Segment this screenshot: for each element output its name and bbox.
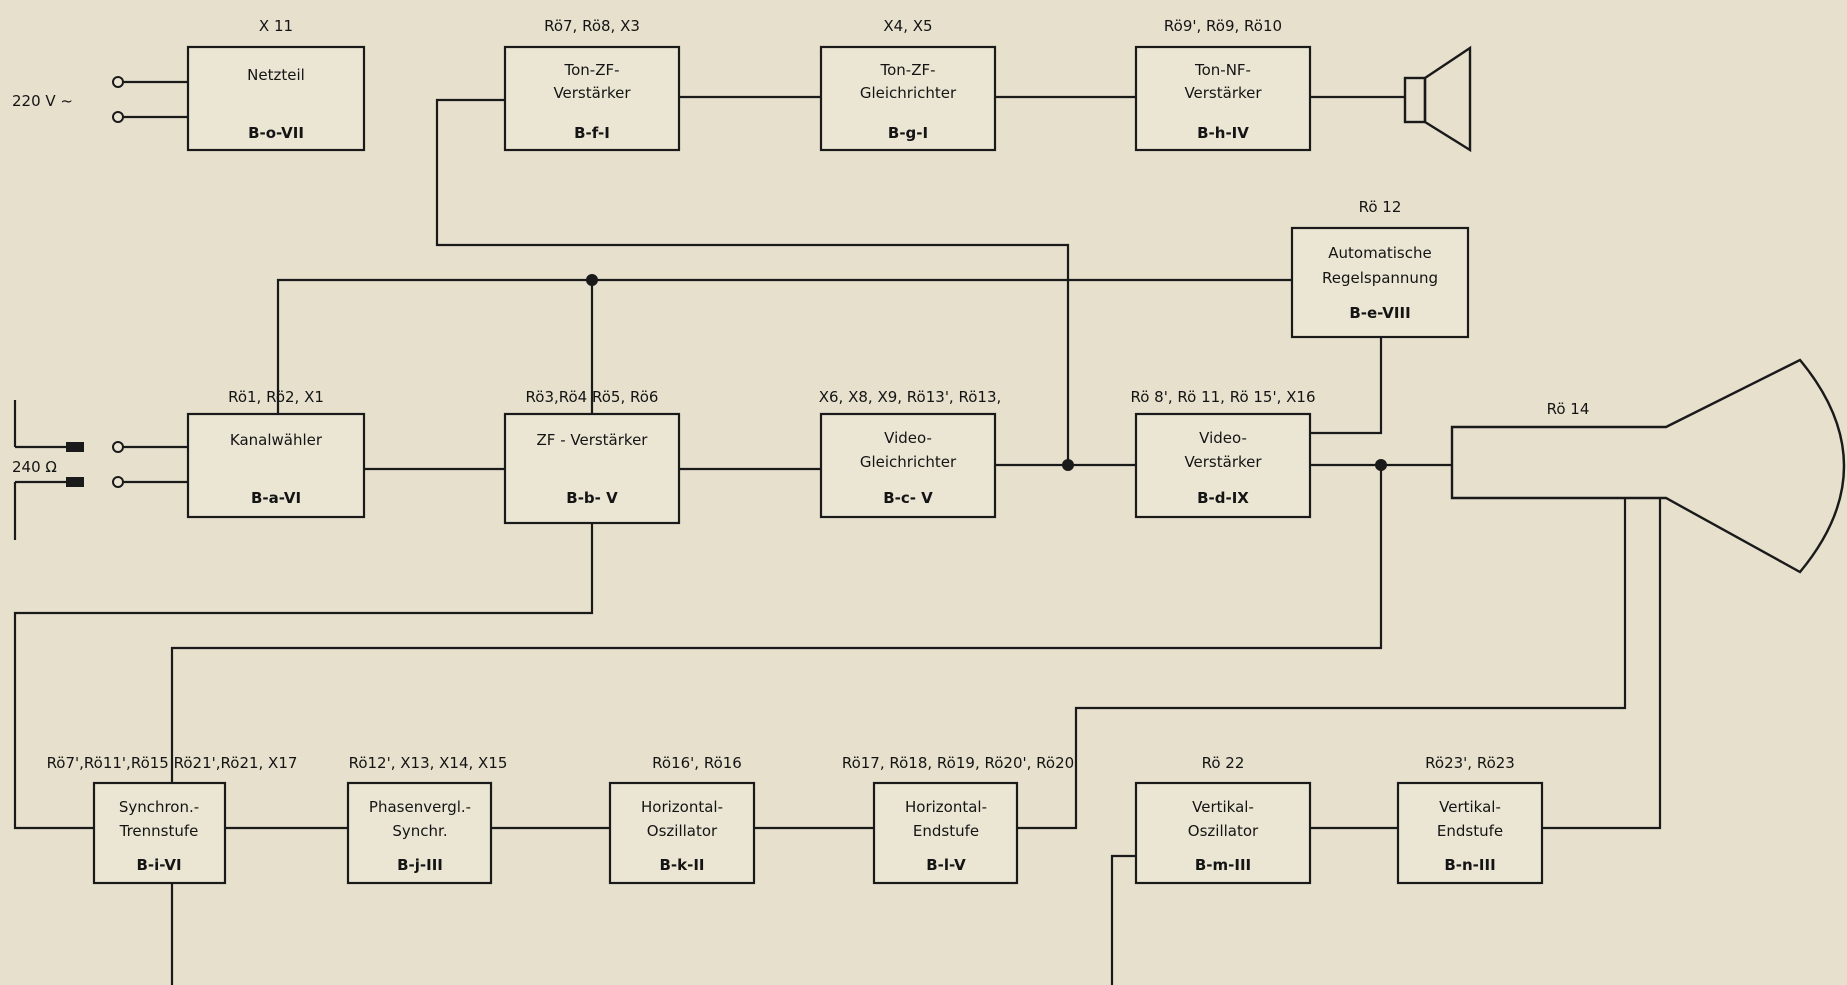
block-netzteil: X 11 Netzteil B-o-VII: [186, 17, 366, 152]
block-title-line1: Video-: [884, 429, 932, 447]
speaker-icon: [1403, 45, 1472, 153]
wire-hend-crt: [1017, 498, 1627, 830]
antenna-label: 240 Ω: [12, 458, 57, 476]
block-title-line1: ZF - Verstärker: [537, 431, 649, 449]
block-tubes: Rö 22: [1202, 754, 1245, 772]
block-tubes: Rö17, Rö18, Rö19, Rö20', Rö20: [842, 754, 1074, 772]
block-code: B-h-IV: [1197, 124, 1249, 142]
block-title-line1: Ton-NF-: [1194, 61, 1251, 79]
connection-wires: [13, 80, 1662, 985]
block-title-line1: Vertikal-: [1439, 798, 1501, 816]
block-tubes: Rö23', Rö23: [1425, 754, 1515, 772]
wire-video-sync: [170, 465, 1383, 783]
crt-picture-tube: Rö 14: [1450, 358, 1846, 574]
block-code: B-n-III: [1444, 856, 1495, 874]
wire-vosz-in: [1110, 854, 1136, 985]
block-title-line1: Automatische: [1328, 244, 1431, 262]
block-tubes: Rö16', Rö16: [652, 754, 742, 772]
antenna-connector-2: [66, 477, 84, 487]
block-title-line1: Horizontal-: [641, 798, 723, 816]
block-title-line1: Vertikal-: [1192, 798, 1254, 816]
wire-agc-bus: [276, 278, 1292, 414]
block-code: B-l-V: [926, 856, 966, 874]
block-zf-verstaerker: Rö3,Rö4 Rö5, Rö6 ZF - Verstärker B-b- V: [503, 388, 681, 525]
block-phasenvergleich-synchr: Rö12', X13, X14, X15 Phasenvergl.- Synch…: [346, 754, 508, 885]
wire-zf-sync: [13, 523, 594, 830]
block-code: B-a-VI: [251, 489, 301, 507]
crt-tube-label: Rö 14: [1547, 400, 1590, 418]
block-code: B-o-VII: [248, 124, 304, 142]
block-title-line2: Gleichrichter: [860, 453, 957, 471]
block-automatische-regelspannung: Rö 12 Automatische Regelspannung B-e-VII…: [1290, 198, 1470, 339]
input-terminals: [66, 76, 124, 488]
block-vertikal-oszillator: Rö 22 Vertikal- Oszillator B-m-III: [1134, 754, 1312, 885]
mains-terminal-2: [112, 111, 124, 123]
block-title-line1: Ton-ZF-: [563, 61, 619, 79]
block-tubes: Rö1, Rö2, X1: [228, 388, 324, 406]
block-title-line2: Synchr.: [392, 822, 447, 840]
block-kanalwaehler: Rö1, Rö2, X1 Kanalwähler B-a-VI: [186, 388, 366, 519]
block-tubes: X6, X8, X9, Rö13', Rö13,: [819, 388, 1002, 406]
block-synchron-trennstufe: Rö7',Rö11',Rö15 Rö21',Rö21, X17 Synchron…: [47, 754, 298, 885]
block-code: B-c- V: [883, 489, 933, 507]
junction-agc-zf: [586, 274, 598, 286]
block-title-line2: Endstufe: [1437, 822, 1503, 840]
mains-label: 220 V ~: [12, 92, 73, 110]
block-code: B-f-I: [574, 124, 610, 142]
block-code: B-b- V: [566, 489, 618, 507]
block-tubes: Rö12', X13, X14, X15: [349, 754, 508, 772]
mains-terminal-1: [112, 76, 124, 88]
block-title-line2: Gleichrichter: [860, 84, 957, 102]
antenna-terminal-1: [112, 441, 124, 453]
block-video-verstaerker: Rö 8', Rö 11, Rö 15', X16 Video- Verstär…: [1130, 388, 1316, 519]
block-code: B-d-IX: [1197, 489, 1249, 507]
block-tubes: Rö7, Rö8, X3: [544, 17, 640, 35]
block-vertikal-endstufe: Rö23', Rö23 Vertikal- Endstufe B-n-III: [1396, 754, 1544, 885]
block-title-line1: Phasenvergl.-: [369, 798, 471, 816]
block-horizontal-endstufe: Rö17, Rö18, Rö19, Rö20', Rö20 Horizontal…: [842, 754, 1074, 885]
block-horizontal-oszillator: Rö16', Rö16 Horizontal- Oszillator B-k-I…: [608, 754, 756, 885]
block-video-gleichrichter: X6, X8, X9, Rö13', Rö13, Video- Gleichri…: [819, 388, 1002, 519]
junctions: [586, 274, 1387, 471]
antenna-terminal-2: [112, 476, 124, 488]
block-title-line2: Verstärker: [553, 84, 631, 102]
block-code: B-m-III: [1195, 856, 1251, 874]
block-title-line1: Video-: [1199, 429, 1247, 447]
block-tubes: Rö 8', Rö 11, Rö 15', X16: [1130, 388, 1315, 406]
block-tubes: X4, X5: [883, 17, 932, 35]
block-tubes: Rö3,Rö4 Rö5, Rö6: [526, 388, 659, 406]
block-title-line1: Horizontal-: [905, 798, 987, 816]
block-title-line1: Netzteil: [247, 66, 305, 84]
antenna-connector-1: [66, 442, 84, 452]
junction-video-tap: [1062, 459, 1074, 471]
block-tubes: Rö9', Rö9, Rö10: [1164, 17, 1282, 35]
block-code: B-j-III: [397, 856, 443, 874]
block-code: B-i-VI: [136, 856, 181, 874]
block-title-line1: Kanalwähler: [230, 431, 323, 449]
block-title-line1: Ton-ZF-: [879, 61, 935, 79]
block-code: B-e-VIII: [1349, 304, 1410, 322]
block-title-line2: Verstärker: [1184, 453, 1262, 471]
block-title-line2: Verstärker: [1184, 84, 1262, 102]
junction-video-sync: [1375, 459, 1387, 471]
block-tubes: X 11: [259, 17, 293, 35]
block-tubes: Rö7',Rö11',Rö15 Rö21',Rö21, X17: [47, 754, 298, 772]
block-tubes: Rö 12: [1359, 198, 1402, 216]
block-title-line2: Trennstufe: [119, 822, 199, 840]
block-title-line1: Synchron.-: [119, 798, 199, 816]
block-ton-zf-verstaerker: Rö7, Rö8, X3 Ton-ZF- Verstärker B-f-I: [503, 17, 681, 152]
block-ton-zf-gleichrichter: X4, X5 Ton-ZF- Gleichrichter B-g-I: [819, 17, 997, 152]
block-title-line2: Oszillator: [647, 822, 718, 840]
wire-vend-crt: [1542, 498, 1662, 830]
block-code: B-g-I: [888, 124, 928, 142]
block-title-line2: Endstufe: [913, 822, 979, 840]
wire-tap-tonzf: [435, 98, 1070, 463]
block-title-line2: Oszillator: [1188, 822, 1259, 840]
block-code: B-k-II: [659, 856, 704, 874]
block-title-line2: Regelspannung: [1322, 269, 1438, 287]
wire-videov-agc: [1310, 337, 1383, 435]
block-ton-nf-verstaerker: Rö9', Rö9, Rö10 Ton-NF- Verstärker B-h-I…: [1134, 17, 1312, 152]
